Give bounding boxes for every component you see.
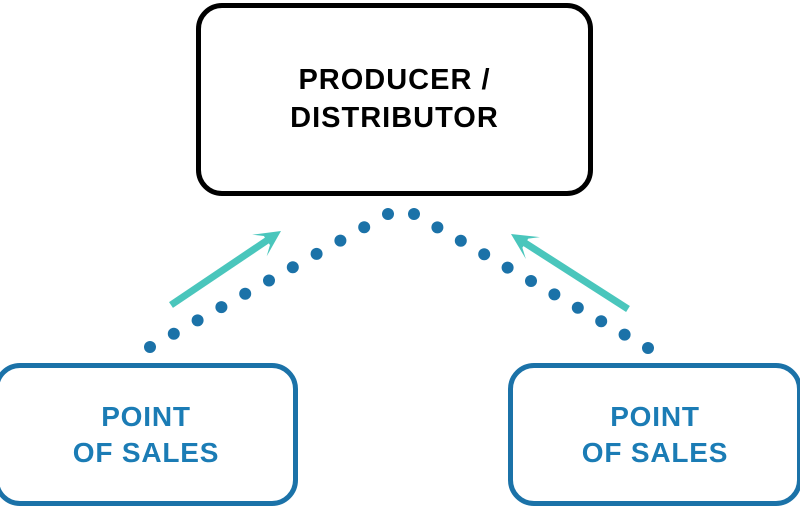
connector-dot [548,288,561,301]
connector-dot [286,261,299,274]
connector-dot [167,327,180,340]
connector-dot [595,315,608,328]
connector-dot [642,342,654,354]
point-of-sales-left-node: POINT OF SALES [0,363,298,506]
connector-dot [454,234,467,247]
arrow-head [511,234,540,259]
connector-dot [618,328,631,341]
arrow-head [252,231,281,257]
producer-distributor-label: PRODUCER / DISTRIBUTOR [290,64,499,134]
connector-dot [263,274,275,287]
producer-distributor-node: PRODUCER / DISTRIBUTOR [196,3,593,196]
arrow-right-to-producer [511,234,630,312]
connector-dot [382,208,394,220]
connector-dot [144,341,156,353]
connector-dot [215,301,228,314]
point-of-sales-right-label: POINT OF SALES [581,400,729,468]
arrow-shaft [522,239,630,312]
connector-dot [358,221,371,234]
point-of-sales-right-node: POINT OF SALES [508,363,800,506]
connector-dot [310,247,323,260]
arrow-left-to-producer [169,231,281,308]
connector-dot [478,248,491,261]
connector-dot [334,234,347,247]
point-of-sales-left-label: POINT OF SALES [72,400,220,468]
connector-dot [525,275,537,287]
arrow-shaft [169,237,270,308]
connector-dot [501,261,514,274]
connector-dot [408,208,420,220]
connector-dot [191,314,204,327]
connector-dot [239,287,252,300]
dotted-connector-left [144,208,394,353]
connector-dot [431,221,444,234]
dotted-connector-right [408,208,654,354]
connector-dot [571,301,584,314]
